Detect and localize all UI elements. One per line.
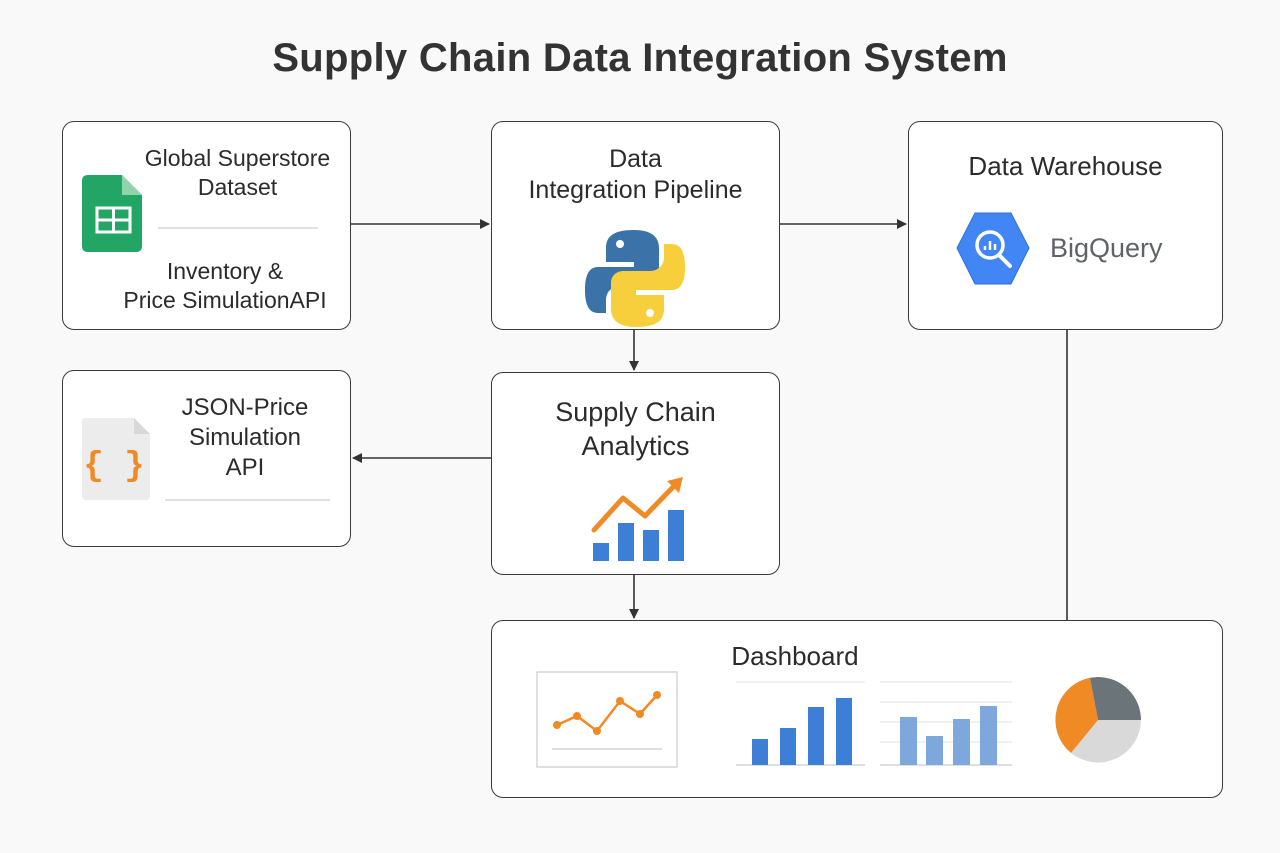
pie-chart-icon (1055, 677, 1141, 763)
warehouse-node (908, 121, 1223, 330)
json-api-line-1: JSON-Price (181, 394, 309, 421)
json-api-line-3: API (225, 454, 265, 481)
json-braces: { } (83, 448, 144, 486)
analytics-node (491, 372, 780, 575)
bar-chart-icon (736, 681, 865, 766)
analytics-line-1: Supply Chain (555, 397, 716, 427)
pipeline-line-2: Integration Pipeline (528, 176, 743, 205)
source-line-2: Dataset (197, 173, 278, 200)
json-api-line-2: Simulation (188, 424, 302, 451)
json-api-label: JSON-Price Simulation API (160, 393, 330, 483)
analytics-chart-icon (591, 477, 684, 561)
source-line-4: Price SimulationAPI (123, 286, 327, 313)
python-logo-icon (585, 230, 685, 327)
json-file-icon: { } (82, 418, 150, 500)
source-line-3: Inventory & (166, 258, 284, 284)
bigquery-label: BigQuery (1050, 233, 1163, 263)
warehouse-title: Data Warehouse (968, 151, 1163, 181)
line-chart-icon (536, 671, 678, 768)
pipeline-label: Data Integration Pipeline (491, 144, 780, 207)
analytics-label: Supply Chain Analytics (491, 396, 780, 464)
dashboard-title: Dashboard (731, 641, 859, 671)
google-sheets-icon (82, 175, 142, 252)
bigquery-icon (956, 212, 1030, 285)
source-dataset-label: Global Superstore Dataset (120, 144, 355, 202)
analytics-line-2: Analytics (581, 430, 690, 461)
source-api-label: Inventory & Price SimulationAPI (100, 257, 350, 315)
source-line-1: Global Superstore (144, 145, 331, 171)
grid-bar-chart-icon (880, 681, 1012, 766)
diagram-title: Supply Chain Data Integration System (272, 36, 1008, 80)
pipeline-line-1: Data (609, 145, 662, 173)
